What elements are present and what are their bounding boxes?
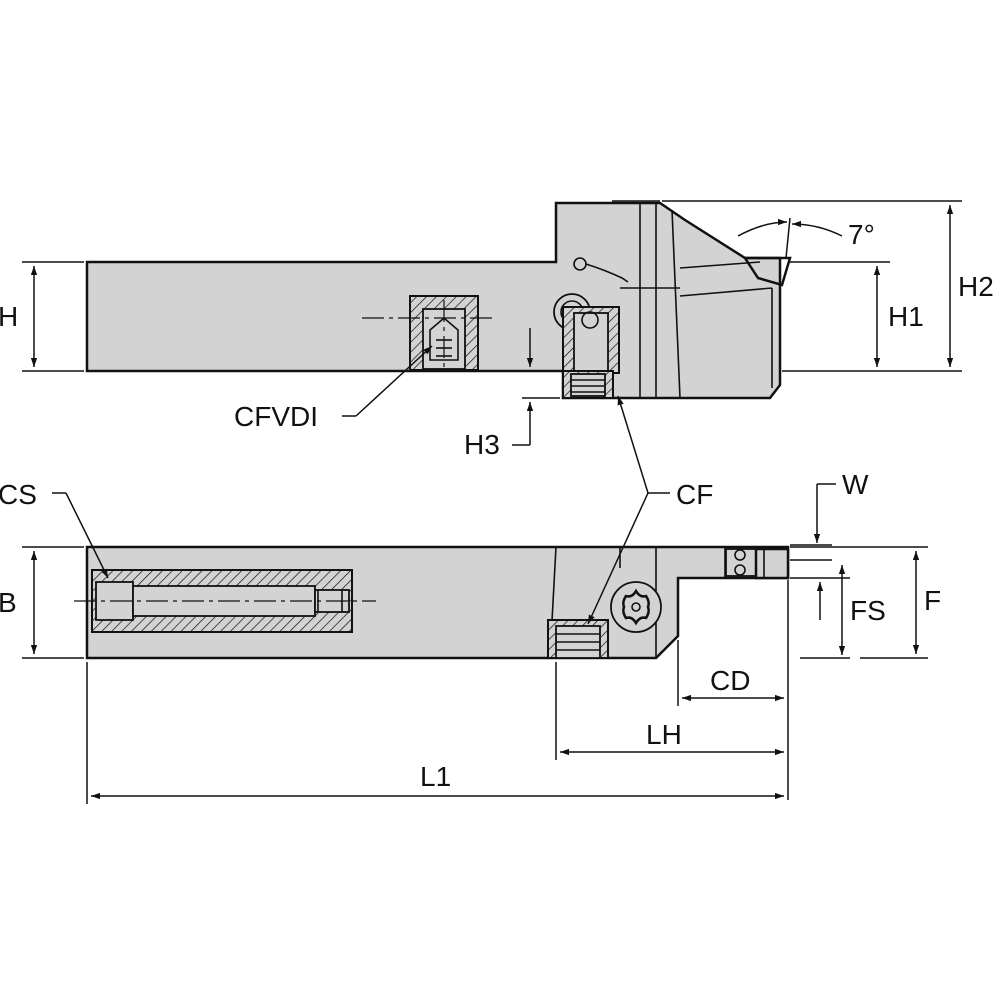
dim-cd: CD <box>677 580 789 800</box>
insert-tip <box>742 256 792 287</box>
label-lh: LH <box>646 719 682 750</box>
label-cd: CD <box>710 665 750 696</box>
label-f: F <box>924 585 941 616</box>
insert-seat <box>725 548 757 577</box>
label-h1: H1 <box>888 301 924 332</box>
label-cfvdi: CFVDI <box>234 401 318 432</box>
leader-cfvdi: CFVDI <box>234 345 433 432</box>
cs-bore-section <box>74 569 376 633</box>
label-fs: FS <box>850 595 886 626</box>
dim-h3: H3 <box>464 328 560 460</box>
clamp-arm <box>585 263 629 283</box>
top-view-head-details <box>549 546 790 659</box>
cf-port-side <box>562 370 614 399</box>
dim-h1: H1 <box>782 261 924 372</box>
dim-f: F <box>790 546 941 659</box>
label-w: W <box>842 469 869 500</box>
label-l1: L1 <box>420 761 451 792</box>
leader-cf: CF <box>587 395 713 625</box>
label-h3: H3 <box>464 429 500 460</box>
torx-icon <box>622 588 650 626</box>
label-cs: CS <box>0 479 37 510</box>
side-view: H H1 H2 H3 7° <box>0 200 994 460</box>
cfvdi-port <box>362 295 492 372</box>
dim-h2: H2 <box>662 200 994 372</box>
top-view: CS CF W FS F <box>0 395 941 804</box>
dim-w: W <box>790 469 869 561</box>
dim-fs: FS <box>790 565 886 659</box>
label-h: H <box>0 301 18 332</box>
leader-cs: CS <box>0 479 109 579</box>
dim-b: B <box>0 546 84 659</box>
label-h2: H2 <box>958 271 994 302</box>
dim-h: H <box>0 261 84 372</box>
dim-lh: LH <box>555 662 784 760</box>
label-angle: 7° <box>848 219 875 250</box>
dim-l1: L1 <box>86 662 784 804</box>
dim-angle: 7° <box>737 217 875 259</box>
cf-port-top <box>547 619 609 659</box>
torx-screw <box>610 581 662 633</box>
label-cf: CF <box>676 479 713 510</box>
side-view-head-details <box>553 200 792 399</box>
label-b: B <box>0 587 17 618</box>
